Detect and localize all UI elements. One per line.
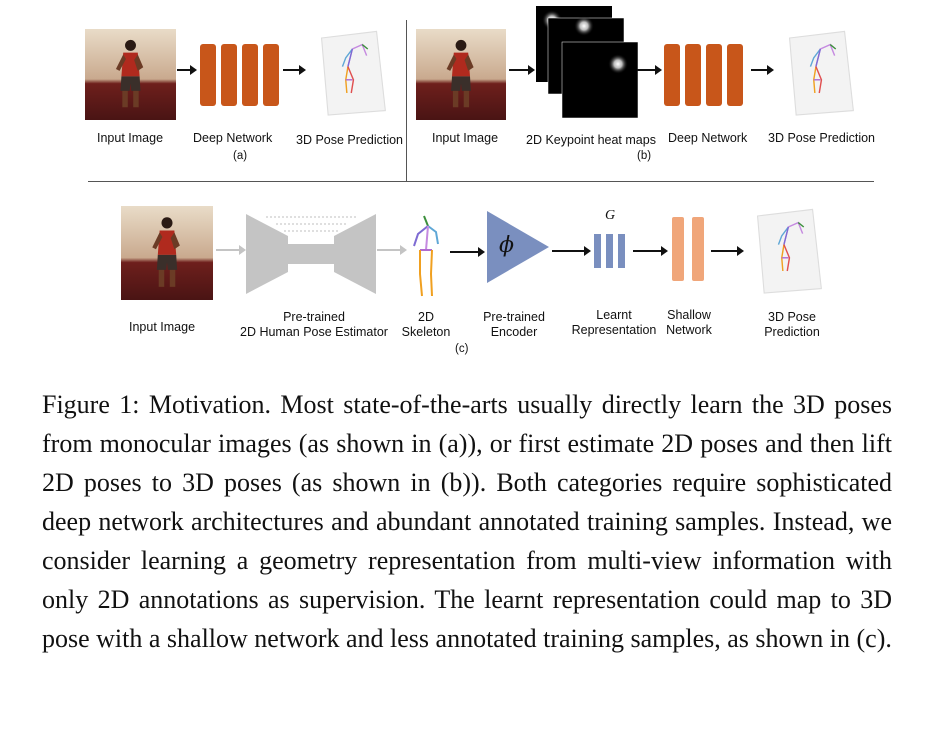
representation-symbol: G [605,208,616,223]
encoder-label: Pre-trained Encoder [474,310,554,340]
figure-diagram: Input Image Deep Network 3D Pose Predict… [0,0,933,370]
input-image-c-label: Input Image [129,320,196,334]
arrow-c1 [216,245,246,255]
pose-prediction-b-label: 3D Pose Prediction [768,131,876,145]
arrow-b1 [509,65,535,75]
keypoint-heatmaps [536,6,639,118]
pose-estimator-hourglass [246,214,376,294]
input-image-c [121,206,213,300]
estimator-label-line2: 2D Human Pose Estimator [240,325,388,339]
arrow-c6 [711,246,744,256]
pose-prediction-c-label: 3D Pose Prediction [752,310,832,340]
encoder-label-line1: Pre-trained [483,310,545,324]
encoder-symbol: ϕ [499,233,514,258]
pose-prediction-c-label-line2: Prediction [764,325,820,339]
deep-network-b [664,44,743,106]
shallow-label: Shallow Network [658,308,720,338]
input-image-a [85,29,176,120]
pose-prediction-a-label: 3D Pose Prediction [296,133,404,147]
pose-prediction-c-label-line1: 3D Pose [768,310,816,324]
shallow-label-line2: Network [666,323,712,337]
deep-network-a-label: Deep Network [193,131,273,145]
panel-a-tag: (a) [233,150,248,162]
input-image-a-label: Input Image [97,131,164,145]
arrow-b3 [751,65,774,75]
pose-prediction-c [756,208,823,294]
input-image-b-label: Input Image [432,131,499,145]
arrow-c3 [450,247,485,257]
deep-network-b-label: Deep Network [668,131,748,145]
figure-caption: Figure 1: Motivation. Most state-of-the-… [42,390,892,653]
encoder-block: ϕ [487,211,549,283]
panel-b-tag: (b) [637,150,652,162]
input-image-b [416,29,506,120]
representation-label-line1: Learnt [596,308,632,322]
shallow-label-line1: Shallow [667,308,711,322]
heatmaps-label: 2D Keypoint heat maps [526,133,656,147]
learnt-representation-bars [594,234,625,268]
estimator-label-line1: Pre-trained [283,310,345,324]
pose-prediction-a [320,30,387,116]
deep-network-a [200,44,279,106]
shallow-network [672,217,704,281]
estimator-label: Pre-trained 2D Human Pose Estimator [235,310,393,340]
pose-prediction-b [788,30,855,116]
panel-c-tag: (c) [455,343,469,355]
skeleton-label-line1: 2D [418,310,434,324]
arrow-a1 [177,65,197,75]
arrow-c2 [377,245,407,255]
panel-separator-vertical [406,20,407,182]
representation-label: Learnt Representation [566,308,662,338]
arrow-b2 [637,65,662,75]
skeleton-label-line2: Skeleton [401,325,451,339]
arrow-c5 [633,246,668,256]
panel-separator-horizontal [88,181,874,182]
representation-label-line2: Representation [571,323,657,337]
encoder-label-line2: Encoder [490,325,538,339]
arrow-c4 [552,246,591,256]
skeleton-2d [413,215,439,297]
skeleton-label: 2D Skeleton [396,310,456,340]
arrow-a2 [283,65,306,75]
